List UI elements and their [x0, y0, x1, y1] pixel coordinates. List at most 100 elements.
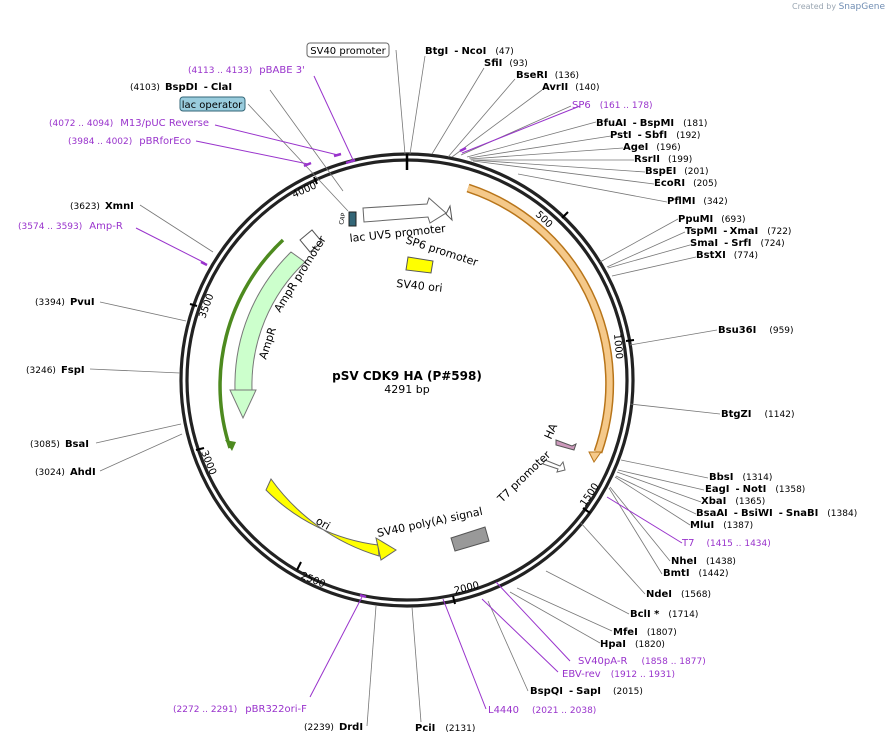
site-btgi: BtgI	[425, 46, 448, 57]
sv40-promoter-label: SV40 promoter	[310, 46, 386, 57]
svg-text:MfeI(1807): MfeI(1807)	[613, 627, 677, 638]
primer-t7: T7	[681, 538, 694, 549]
site-hpai: HpaI	[600, 639, 626, 650]
svg-text:(3024)AhdI: (3024)AhdI	[35, 467, 96, 478]
tick-4000	[313, 176, 318, 185]
svg-text:AgeI(196): AgeI(196)	[623, 142, 681, 153]
svg-text:SV40pA-R(1858 .. 1877): SV40pA-R(1858 .. 1877)	[578, 656, 706, 667]
site-mfei: MfeI	[613, 627, 638, 638]
tick-1000	[625, 339, 635, 342]
plasmid-name: pSV CDK9 HA (P#598)	[332, 369, 482, 383]
svg-text:XbaI(1365): XbaI(1365)	[701, 496, 765, 507]
site-bsu36i: Bsu36I	[718, 325, 756, 336]
site-bsiwi: BsiWI	[741, 508, 773, 519]
svg-text:(2272 .. 2291)pBR322ori-F: (2272 .. 2291)pBR322ori-F	[173, 704, 307, 715]
site-psti: PstI	[610, 130, 632, 141]
site-pflmi: PflMI	[667, 196, 695, 207]
svg-text:(4103)BspDI-ClaI: (4103)BspDI-ClaI	[130, 82, 232, 93]
t7-promoter-shape	[542, 459, 566, 473]
tick-label-2500: 2500	[299, 571, 327, 591]
primer-pbrforeco: pBRforEco	[139, 136, 191, 147]
site-bmti: BmtI	[663, 568, 690, 579]
svg-text:(3085)BsaI: (3085)BsaI	[30, 439, 89, 450]
primer-amp-r: Amp-R	[89, 221, 123, 232]
site-noti: NotI	[743, 484, 767, 495]
brand-prefix: Created by	[792, 2, 837, 11]
sv40-promoter-callout: SV40 promoter	[306, 42, 390, 58]
svg-text:SmaI-SrfI(724): SmaI-SrfI(724)	[690, 238, 785, 249]
site-agei: AgeI	[623, 142, 648, 153]
primer-ebv-rev: EBV-rev	[562, 669, 601, 680]
cdk9-orf-arc	[467, 185, 613, 453]
site-pvui: PvuI	[70, 297, 95, 308]
ha-tag-shape	[555, 439, 577, 451]
primer-l4440: L4440	[488, 705, 519, 716]
plasmid-length: 4291 bp	[384, 383, 429, 396]
enzyme-labels-right: BtgI-NcoI(47) SfiI(93) BseRI(136) AvrII(…	[415, 46, 857, 734]
svg-text:BstXI(774): BstXI(774)	[696, 250, 758, 261]
tick-3000	[195, 447, 205, 451]
tick-2500	[296, 561, 302, 571]
svg-text:BtgZI(1142): BtgZI(1142)	[721, 409, 794, 420]
svg-text:T7(1415 .. 1434): T7(1415 .. 1434)	[681, 538, 771, 549]
svg-text:PciI(2131): PciI(2131)	[415, 723, 475, 734]
svg-text:NdeI(1568): NdeI(1568)	[646, 589, 711, 600]
site-clai: ClaI	[211, 82, 232, 93]
leader-lines	[89, 49, 721, 727]
enzyme-labels-left: (2239)DrdI (2272 .. 2291)pBR322ori-F (30…	[18, 65, 363, 733]
primer-pbabe-3: pBABE 3'	[259, 65, 305, 76]
tick-500	[561, 211, 569, 219]
svg-text:(3574 .. 3593)Amp-R: (3574 .. 3593)Amp-R	[18, 221, 123, 232]
svg-text:PstI-SbfI(192): PstI-SbfI(192)	[610, 130, 700, 141]
ori-shape	[265, 478, 380, 557]
svg-text:Bsu36I(959): Bsu36I(959)	[718, 325, 794, 336]
ha-tag-label: HA	[542, 421, 560, 441]
tick-label-3500: 3500	[197, 292, 216, 320]
sv40-polya-shape	[450, 526, 490, 552]
svg-text:NheI(1438): NheI(1438)	[671, 556, 736, 567]
site-bcli: BclI *	[630, 609, 660, 620]
svg-text:BfuAI-BspMI(181): BfuAI-BspMI(181)	[596, 118, 707, 129]
ampr-primer-arc	[218, 238, 285, 449]
svg-text:BbsI(1314): BbsI(1314)	[709, 472, 772, 483]
primer-pbr322ori-f: pBR322ori-F	[245, 704, 307, 715]
svg-text:TspMI-XmaI(722): TspMI-XmaI(722)	[685, 226, 791, 237]
svg-text:(4113 .. 4133)pBABE 3': (4113 .. 4133)pBABE 3'	[188, 65, 305, 76]
site-eagi: EagI	[705, 484, 729, 495]
svg-text:(2239)DrdI: (2239)DrdI	[304, 722, 363, 733]
svg-text:(4072 .. 4094)M13/pUC Reverse: (4072 .. 4094)M13/pUC Reverse	[49, 118, 209, 129]
svg-text:BsaAI-BsiWI-SnaBI(1384): BsaAI-BsiWI-SnaBI(1384)	[696, 508, 857, 519]
lac-operator-callout: lac operator	[179, 96, 246, 112]
svg-text:HpaI(1820): HpaI(1820)	[600, 639, 665, 650]
site-btgzi: BtgZI	[721, 409, 752, 420]
site-sbfi: SbfI	[645, 130, 667, 141]
site-nhei: NheI	[671, 556, 697, 567]
ori-label: ori	[314, 514, 333, 532]
svg-text:EBV-rev(1912 .. 1931): EBV-rev(1912 .. 1931)	[562, 669, 675, 680]
site-bseri: BseRI	[516, 70, 548, 81]
site-avrii: AvrII	[542, 82, 568, 93]
site-drdi: DrdI	[339, 722, 363, 733]
site-bspdi: BspDI	[165, 82, 198, 93]
cdk9-orf-arrowhead	[588, 451, 602, 463]
svg-text:BtgI-NcoI(47): BtgI-NcoI(47)	[425, 46, 514, 57]
svg-text:RsrII(199): RsrII(199)	[634, 154, 692, 165]
tick-label-1000: 1000	[611, 333, 624, 359]
svg-text:BmtI(1442): BmtI(1442)	[663, 568, 728, 579]
tick-3500	[189, 303, 198, 307]
site-bspei: BspEI	[645, 166, 676, 177]
svg-text:BspEI(201): BspEI(201)	[645, 166, 709, 177]
site-fspi: FspI	[61, 365, 85, 376]
ori-arrowhead	[375, 536, 397, 561]
svg-text:EcoRI(205): EcoRI(205)	[654, 178, 717, 189]
primer-m13-puc-reverse: M13/pUC Reverse	[120, 118, 209, 129]
snapgene-logo: SnapGene	[838, 2, 885, 12]
site-srfi: SrfI	[731, 238, 751, 249]
site-bsaai: BsaAI	[696, 508, 728, 519]
site-sfii: SfiI	[484, 58, 502, 69]
site-tspmi: TspMI	[685, 226, 717, 237]
site-xbai: XbaI	[701, 496, 726, 507]
tick-label-1500: 1500	[578, 481, 601, 508]
sv40-ori-shape	[405, 256, 434, 274]
